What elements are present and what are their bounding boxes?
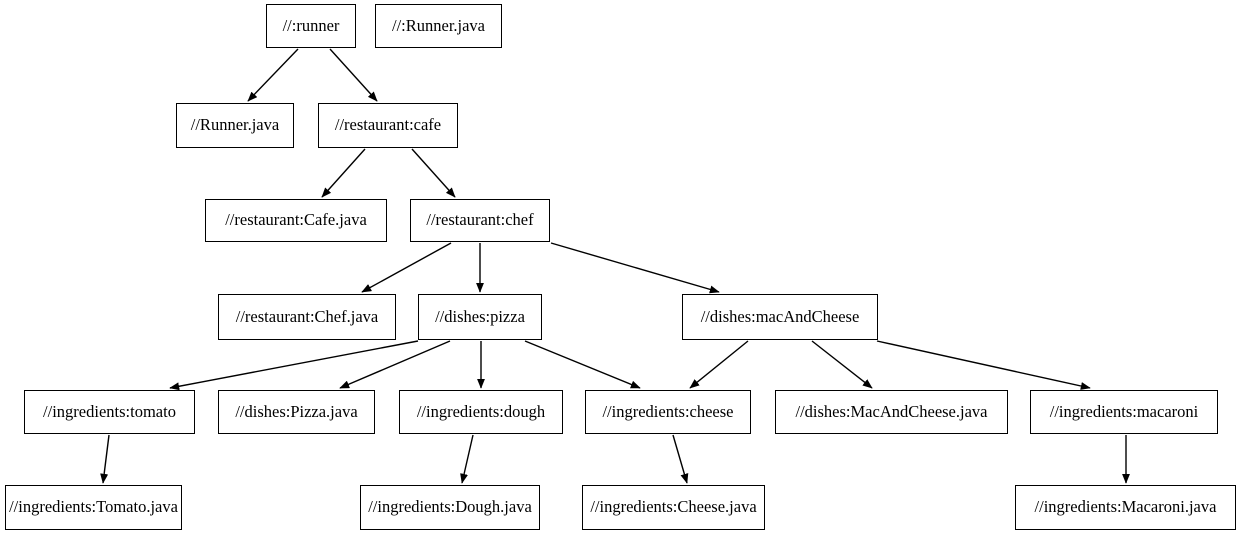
graph-node-ingredients_tomato[interactable]: //ingredients:tomato <box>24 390 195 434</box>
graph-node-runner_java[interactable]: //Runner.java <box>176 103 294 148</box>
graph-node-label: //ingredients:cheese <box>602 401 734 421</box>
graph-node-label: //ingredients:macaroni <box>1049 401 1199 421</box>
graph-edge-dishes_macandcheese-to-dishes_mac_java <box>811 340 873 389</box>
graph-edge-ingredients_cheese-to-ingredients_cheese_java <box>672 434 689 484</box>
graph-node-label: //dishes:MacAndCheese.java <box>795 401 988 421</box>
graph-node-label: //ingredients:Cheese.java <box>590 497 757 517</box>
graph-edge-dishes_pizza-to-ingredients_tomato <box>169 340 419 391</box>
graph-node-label: //ingredients:Tomato.java <box>9 497 178 517</box>
graph-node-dishes_mac_java[interactable]: //dishes:MacAndCheese.java <box>775 390 1008 434</box>
graph-node-label: //restaurant:Cafe.java <box>225 210 367 230</box>
graph-node-label: //restaurant:chef <box>426 210 534 230</box>
graph-node-ingredients_cheese_java[interactable]: //ingredients:Cheese.java <box>582 485 765 530</box>
graph-node-label: //dishes:pizza <box>435 306 525 326</box>
graph-node-label: //dishes:macAndCheese <box>700 306 860 326</box>
graph-edge-dishes_pizza-to-dishes_pizza_java <box>339 340 451 389</box>
graph-edge-dishes_macandcheese-to-ingredients_cheese <box>689 340 749 389</box>
graph-node-label: //:runner <box>282 15 340 35</box>
graph-edge-ingredients_tomato-to-ingredients_tomato_java <box>100 434 110 484</box>
graph-node-restaurant_chef_java[interactable]: //restaurant:Chef.java <box>218 294 396 340</box>
graph-edge-restaurant_chef-to-dishes_macandcheese <box>550 242 720 294</box>
graph-edge-runner-to-runner_java <box>247 48 299 102</box>
graph-node-ingredients_dough_java[interactable]: //ingredients:Dough.java <box>360 485 540 530</box>
graph-node-label: //ingredients:dough <box>416 401 546 421</box>
graph-node-restaurant_chef[interactable]: //restaurant:chef <box>410 199 550 242</box>
graph-node-dishes_pizza_java[interactable]: //dishes:Pizza.java <box>218 390 375 434</box>
graph-node-label: //restaurant:cafe <box>334 115 442 135</box>
graph-node-label: //ingredients:Dough.java <box>368 497 532 517</box>
graph-node-ingredients_macaroni[interactable]: //ingredients:macaroni <box>1030 390 1218 434</box>
graph-node-restaurant_cafe[interactable]: //restaurant:cafe <box>318 103 458 148</box>
graph-node-label: //:Runner.java <box>391 15 486 35</box>
graph-node-ingredients_tomato_java[interactable]: //ingredients:Tomato.java <box>5 485 182 530</box>
graph-edge-runner-to-restaurant_cafe <box>329 48 378 102</box>
graph-node-ingredients_cheese[interactable]: //ingredients:cheese <box>585 390 751 434</box>
graph-edge-restaurant_cafe-to-restaurant_cafe_java <box>321 148 366 198</box>
graph-node-dishes_macandcheese[interactable]: //dishes:macAndCheese <box>682 294 878 340</box>
graph-edge-dishes_macandcheese-to-ingredients_macaroni <box>876 340 1091 390</box>
graph-node-label: //ingredients:Macaroni.java <box>1034 497 1217 517</box>
graph-edge-dishes_pizza-to-ingredients_cheese <box>524 340 641 389</box>
graph-node-label: //ingredients:tomato <box>43 401 176 421</box>
graph-node-label: //Runner.java <box>190 115 280 135</box>
graph-edge-restaurant_chef-to-restaurant_chef_java <box>361 242 452 293</box>
graph-node-label: //restaurant:Chef.java <box>235 306 379 326</box>
graph-node-dishes_pizza[interactable]: //dishes:pizza <box>418 294 542 340</box>
graph-edge-ingredients_dough-to-ingredients_dough_java <box>460 434 474 484</box>
graph-node-runner_java_root[interactable]: //:Runner.java <box>375 4 502 48</box>
graph-node-runner[interactable]: //:runner <box>266 4 356 48</box>
graph-edge-restaurant_cafe-to-restaurant_chef <box>411 148 456 198</box>
graph-node-restaurant_cafe_java[interactable]: //restaurant:Cafe.java <box>205 199 387 242</box>
graph-node-ingredients_dough[interactable]: //ingredients:dough <box>399 390 563 434</box>
graph-node-ingredients_macaroni_java[interactable]: //ingredients:Macaroni.java <box>1015 485 1236 530</box>
graph-node-label: //dishes:Pizza.java <box>235 401 358 421</box>
